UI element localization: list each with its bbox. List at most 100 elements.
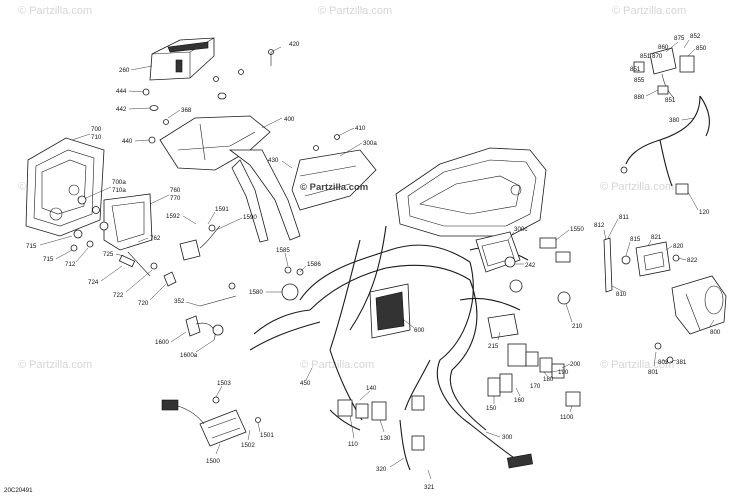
callout-880: 880 [634,94,645,101]
callout-120: 120 [699,209,710,216]
callout-380: 380 [669,117,680,124]
callout-762: 762 [150,235,161,242]
callout-242: 242 [525,262,536,269]
callout-1550: 1550 [570,226,584,233]
callout-1100: 1100 [560,414,574,421]
callout-442: 442 [116,106,127,113]
callout-180: 180 [543,376,554,383]
callout-1591: 1591 [215,206,229,213]
callout-724: 724 [88,279,99,286]
callout-320: 320 [376,466,387,473]
callout-170: 170 [530,383,541,390]
callout-851: 851 [640,53,651,60]
callout-200: 200 [570,361,581,368]
diagram-code: 20C20491 [4,487,33,494]
callout-410: 410 [355,125,366,132]
sensor-parts-left [179,224,304,341]
callout-210: 210 [572,323,583,330]
callout-720: 720 [138,300,149,307]
callout-368: 368 [181,107,192,114]
callout-870: 870 [652,53,663,60]
callout-160: 160 [514,397,525,404]
watermark-text: © Partzilla.com [600,359,674,371]
callout-130: 130 [380,435,391,442]
callout-770: 770 [170,195,181,202]
callout-300a: 300a [363,140,377,147]
part-410-panel [291,134,377,211]
callout-444: 444 [116,88,127,95]
part-820-bracket [603,237,680,293]
connector-parts-right [487,256,581,407]
callout-812: 812 [594,222,605,229]
callout-801: 801 [648,369,659,376]
callout-430: 430 [268,157,279,164]
callout-855: 855 [634,77,645,84]
callout-710a: 710a [112,187,126,194]
callout-260: 260 [119,67,130,74]
callout-700a: 700a [112,179,126,186]
callout-labels: 420 260 444 442 368 440 400 410 300a 430… [26,33,721,491]
part-800-fan-assembly [654,275,727,364]
callout-1586: 1586 [307,261,321,268]
callout-725: 725 [103,251,114,258]
callout-381: 381 [676,359,687,366]
part-260-cover [149,37,215,81]
part-700-headlight-housing [25,137,105,237]
callout-875: 875 [674,35,685,42]
callout-321: 321 [424,484,435,491]
callout-802: 802 [658,359,669,366]
callout-820: 820 [673,243,684,250]
watermark-text: © Partzilla.com [612,5,686,17]
connector-parts-bottom [337,395,534,469]
callout-1502: 1502 [241,442,255,449]
watermark-text: © Partzilla.com [18,359,92,371]
callout-712: 712 [65,261,76,268]
callout-1600a: 1600a [180,352,198,359]
callout-710: 710 [91,134,102,141]
callout-821: 821 [651,234,662,241]
callout-1600: 1600 [155,339,169,346]
relay-assembly-top-right [620,47,710,195]
callout-140: 140 [366,385,377,392]
callout-800: 800 [710,329,721,336]
watermark-text: © Partzilla.com [18,5,92,17]
callout-715: 715 [26,243,37,250]
callout-1592: 1592 [166,213,180,220]
callout-440: 440 [122,138,133,145]
part-400-bracket [159,115,301,243]
callout-352: 352 [174,298,185,305]
callout-822: 822 [687,257,698,264]
part-760-mount [70,193,177,287]
part-600-display [369,283,411,339]
callout-850: 850 [696,45,707,52]
callout-1585: 1585 [276,247,290,254]
callout-1580: 1580 [249,289,263,296]
fasteners-top [142,49,274,144]
callout-1503: 1503 [217,380,231,387]
callout-815: 815 [630,236,641,243]
callout-852: 852 [690,33,701,40]
callout-150: 150 [486,405,497,412]
callout-760: 760 [170,187,181,194]
callout-400: 400 [284,116,295,123]
callout-700: 700 [91,126,102,133]
callout-811: 811 [619,214,629,221]
callout-300c: 300c [514,226,527,233]
dashboard-frame [395,147,547,237]
partzilla-brand-label: © Partzilla.com [300,182,368,193]
callout-810: 810 [616,291,627,298]
callout-190: 190 [558,369,569,376]
part-300c-fuse-box [475,231,571,273]
watermark-text: © Partzilla.com [318,5,392,17]
watermark-text: © Partzilla.com [600,181,674,193]
callout-110: 110 [348,441,358,448]
callout-851: 851 [630,66,641,73]
callout-300: 300 [502,434,513,441]
part-1500-horn [161,396,261,447]
callout-1501: 1501 [260,432,274,439]
callout-600: 600 [414,327,425,334]
callout-1590: 1590 [243,214,257,221]
callout-420: 420 [289,41,300,48]
callout-450: 450 [300,380,311,387]
